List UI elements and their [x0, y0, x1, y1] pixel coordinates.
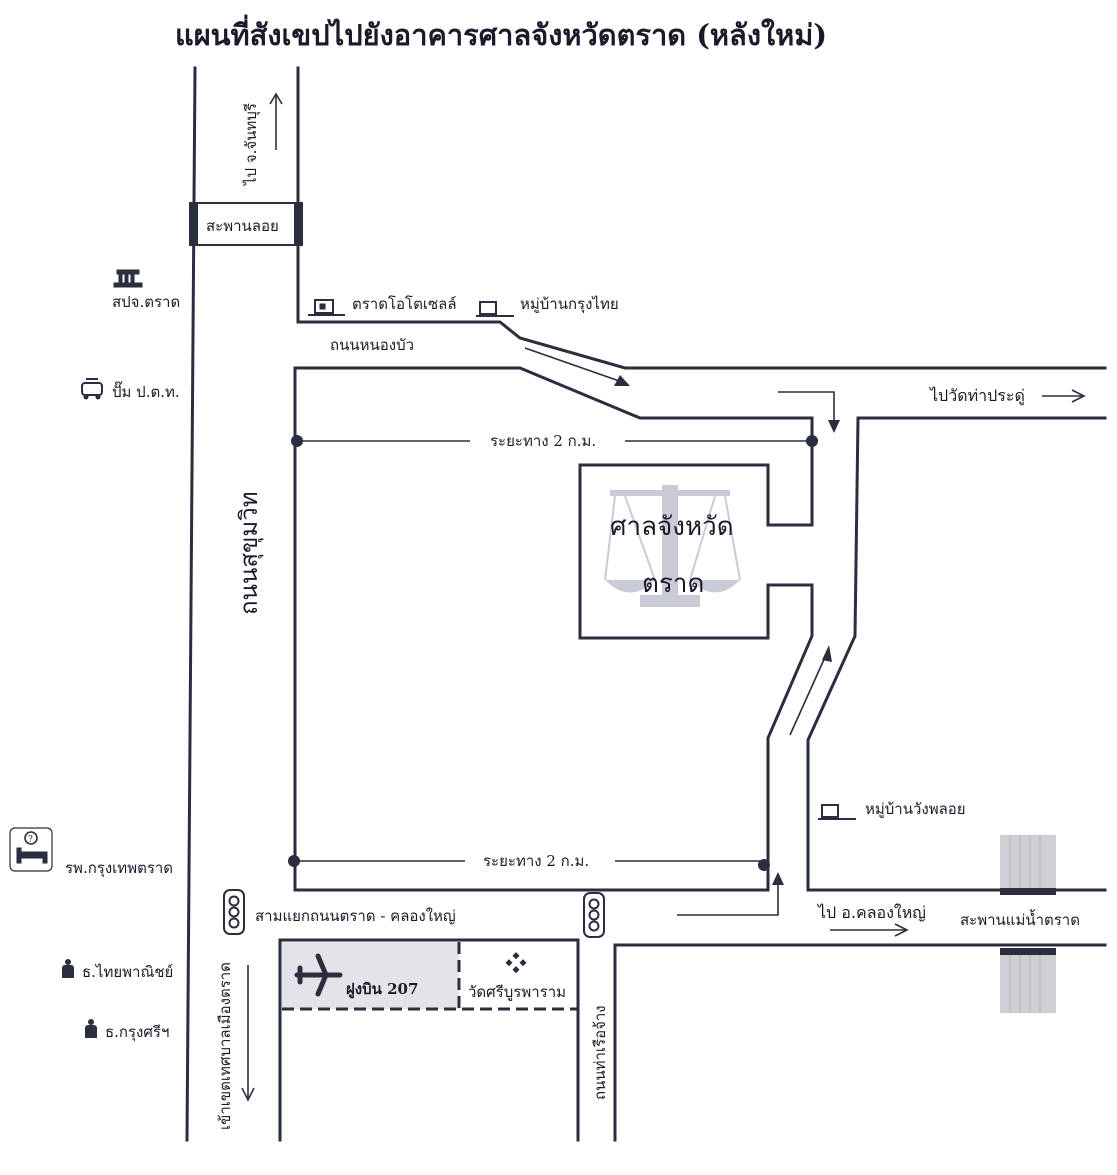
trat-hotel-label: ตราดโอโตเซลล์	[352, 295, 457, 313]
tha-ruea-chang-road-right	[613, 943, 1107, 1142]
to-khlong-yai-label: ไป อ.คลองใหญ่	[816, 903, 926, 922]
airplane-icon	[294, 953, 343, 997]
map-title: แผนที่สังเขปไปยังอาคารศาลจังหวัดตราด (หล…	[175, 14, 827, 52]
village-icon	[818, 804, 856, 820]
krungsri-bank-label: ธ.กรุงศรีฯ	[105, 1023, 169, 1042]
arrow-diagonal-icon	[524, 347, 630, 386]
to-chanthaburi-label: ไป จ.จันทบุรี	[242, 103, 261, 186]
airline-label: ฝูงบิน 207	[346, 980, 418, 999]
tha-ruea-chang-road-label: ถนนท่าเรือจ้าง	[591, 1005, 609, 1100]
traffic-light-icon	[583, 892, 605, 938]
arrow-down-icon	[241, 965, 255, 1102]
trat-river-bridge-label: สะพานแม่น้ำตราด	[960, 909, 1080, 929]
village-wangphloi-label: หมู่บ้านวังพลอย	[865, 800, 966, 818]
hospital-icon: ?	[9, 827, 53, 872]
bank-icon	[62, 959, 74, 978]
distance-marker-top-left	[291, 435, 303, 447]
temple-label: วัดศรีบูรพาราม	[468, 983, 566, 1001]
trat-office-label: สปจ.ตราด	[112, 293, 180, 311]
junction-label: สามแยกถนนตราด - คลองใหญ่	[255, 907, 456, 925]
floating-bridge-label: สะพานลอย	[206, 217, 279, 235]
gas-station-label: ปั๊ม ป.ต.ท.	[112, 381, 180, 401]
sukhumvit-road-left-edge	[185, 66, 197, 1142]
arrow-up-icon	[269, 92, 283, 150]
nong-bua-road-upper-edge	[296, 320, 1107, 370]
traffic-light-icon	[223, 889, 245, 935]
village-icon	[476, 301, 514, 317]
distance-label-top: ระยะทาง 2 ก.ม.	[490, 432, 596, 450]
court-label-line2: ตราด	[642, 569, 704, 599]
bank-icon	[85, 1019, 97, 1038]
arrow-turn-down-icon	[778, 391, 840, 433]
to-municipality-label: เข้าเขตเทศบาลเมืองตราด	[216, 962, 234, 1130]
floating-bridge: สะพานลอย	[189, 202, 303, 246]
distance-label-bottom: ระยะทาง 2 ก.ม.	[483, 852, 589, 870]
house-icon	[308, 299, 345, 316]
sukhumvit-road-label: ถนนสุขุมวิท	[235, 491, 264, 615]
temple-icon	[505, 952, 527, 974]
car-icon	[81, 378, 103, 400]
village-krungthai-label: หมู่บ้านกรุงไทย	[520, 295, 619, 314]
nong-bua-road-label: ถนนหนองบัว	[330, 336, 414, 354]
distance-marker-bottom-right	[758, 859, 770, 871]
building-icon	[113, 269, 143, 288]
court-emblem-icon	[604, 485, 741, 607]
arrow-turn-up-icon	[677, 872, 784, 916]
arrow-right-khlongyai-icon	[830, 923, 909, 937]
east-road-edge	[806, 416, 1107, 892]
nong-bua-road-lower-edge	[293, 366, 814, 892]
svg-text:?: ?	[28, 835, 33, 845]
thai-bank-label: ธ.ไทยพาณิชย์	[82, 963, 173, 981]
hospital-label: รพ.กรุงเทพตราด	[65, 859, 173, 878]
distance-marker-bottom-left	[288, 855, 300, 867]
to-wat-thapradu-label: ไปวัดท่าประดู่	[928, 386, 1025, 406]
trat-river-bridge	[1000, 835, 1056, 1013]
arrow-right-icon	[1042, 389, 1086, 403]
court-label-line1: ศาลจังหวัด	[610, 512, 734, 542]
arrow-up-diagonal-icon	[789, 645, 832, 736]
distance-marker-top-right	[806, 435, 818, 447]
